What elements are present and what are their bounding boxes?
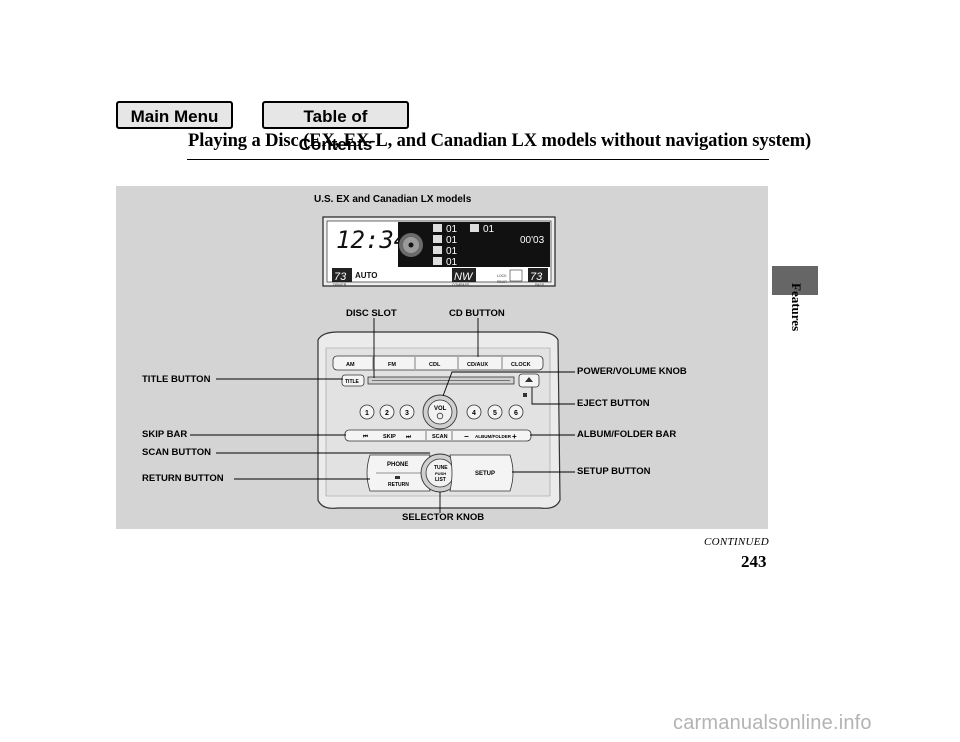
album-folder-label[interactable]: ALBUM/FOLDER — [475, 434, 512, 439]
title-button-label: TITLE — [345, 379, 360, 385]
skip-scan-album-bar — [344, 429, 532, 442]
preset-buttons: 1 2 3 4 5 6 — [359, 404, 524, 420]
preset-6[interactable]: 6 — [514, 410, 518, 417]
table-of-contents-button[interactable]: Table of Contents — [262, 101, 409, 154]
tune-label: TUNE — [434, 465, 448, 471]
return-label: RETURN — [388, 482, 409, 488]
disc-slot-label: DISC SLOT — [346, 308, 397, 319]
preset-1[interactable]: 1 — [365, 410, 369, 417]
title-button[interactable] — [341, 374, 365, 387]
display-row1-right: 01 — [483, 224, 495, 235]
cd-button-label: CD BUTTON — [449, 308, 505, 319]
album-folder-bar-callout: ALBUM/FOLDER BAR — [577, 429, 677, 440]
display-compass: NW — [454, 271, 474, 283]
display-driver-label: DRIVER — [333, 283, 347, 287]
disc-mode-icon — [433, 224, 442, 232]
title-button-callout: TITLE BUTTON — [142, 374, 211, 385]
skip-bar-callout: SKIP BAR — [142, 429, 188, 440]
display-compass-label: COMPASS — [452, 283, 470, 287]
preset-4[interactable]: 4 — [472, 410, 476, 417]
display-clock: 12:34 — [336, 226, 408, 254]
preset-2[interactable]: 2 — [385, 410, 389, 417]
list-label: LIST — [435, 477, 446, 483]
album-minus-icon: − — [464, 432, 469, 441]
title-rule — [187, 159, 769, 160]
display-row4: 01 — [446, 257, 458, 268]
fm-button[interactable]: FM — [388, 362, 396, 368]
track-icon — [433, 257, 442, 265]
main-menu-button[interactable]: Main Menu — [116, 101, 233, 129]
scan-button-callout: SCAN BUTTON — [142, 447, 211, 458]
eject-icon — [525, 377, 533, 382]
setup-button[interactable] — [449, 454, 514, 492]
music-note-icon — [470, 224, 479, 232]
power-volume-knob-callout: POWER/VOLUME KNOB — [577, 366, 687, 377]
am-button[interactable]: AM — [346, 362, 355, 368]
display-temp-passenger: 73 — [530, 271, 543, 283]
display-lock-label: LOCK — [497, 274, 507, 278]
push-label: PUSH — [435, 471, 446, 476]
folder-icon — [433, 246, 442, 254]
setup-button-callout: SETUP BUTTON — [577, 466, 651, 477]
watermark: carmanualsonline.info — [673, 712, 872, 734]
display-temp-driver: 73 — [334, 271, 347, 283]
callout-lines — [190, 318, 575, 513]
continued-label: CONTINUED — [704, 536, 770, 548]
cdl-button[interactable]: CDL — [429, 362, 441, 368]
return-button-callout: RETURN BUTTON — [142, 473, 224, 484]
section-tab[interactable] — [772, 266, 818, 295]
preset-3[interactable]: 3 — [405, 410, 409, 417]
phone-label: PHONE — [387, 462, 408, 468]
return-icon — [395, 476, 400, 479]
display-time: 00'03 — [520, 235, 545, 246]
preset-5[interactable]: 5 — [493, 410, 497, 417]
selector-knob-callout: SELECTOR KNOB — [402, 512, 485, 523]
power-icon — [436, 412, 444, 420]
display-row1-left: 01 — [446, 224, 458, 235]
skip-forward-icon: ⏭ — [406, 434, 411, 440]
radio-unit: AM FM CDL CD/AUX CLOCK TITLE 1 2 3 4 5 6 — [317, 331, 561, 509]
album-plus-icon: + — [512, 432, 517, 441]
clock-button[interactable]: CLOCK — [511, 362, 531, 368]
display-row2: 01 — [446, 235, 458, 246]
display-mode: AUTO — [355, 271, 378, 280]
source-button-row: AM FM CDL CD/AUX CLOCK — [332, 355, 544, 371]
scan-label[interactable]: SCAN — [432, 434, 448, 440]
display-passenger-label: PASS — [535, 283, 545, 287]
eject-button-callout: EJECT BUTTON — [577, 398, 650, 409]
display-rear-label: REAR — [497, 280, 507, 284]
setup-label: SETUP — [475, 471, 495, 477]
display-panel: 12:34 01 01 01 00'03 01 01 73 DRIVER AUT… — [322, 216, 556, 287]
cd-aux-button[interactable]: CD/AUX — [467, 362, 488, 368]
skip-label[interactable]: SKIP — [383, 434, 396, 440]
page-title: Playing a Disc (EX, EX-L, and Canadian L… — [188, 131, 812, 151]
display-row3: 01 — [446, 246, 458, 257]
skip-back-icon: ⏮ — [363, 434, 368, 440]
vol-label: VOL — [434, 406, 447, 412]
page-number: 243 — [741, 552, 767, 571]
figure-caption: U.S. EX and Canadian LX models — [314, 194, 472, 205]
